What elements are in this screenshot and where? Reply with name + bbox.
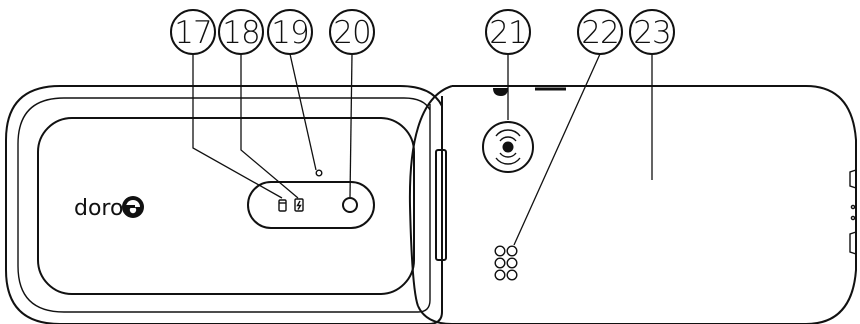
status-indicator-icon [278,199,287,212]
display-panel [37,117,415,295]
inner-shell-left [17,97,431,313]
flash-icon [294,198,304,212]
camera-module [247,181,375,229]
emergency-button-icon [482,121,534,173]
outer-shell-right [417,85,857,324]
back-cover-half [408,85,857,324]
callout-19: 19 [267,9,313,55]
svg-text:21: 21 [489,15,526,51]
callout-21: 21 [485,9,531,55]
svg-text:20: 20 [333,15,370,51]
leader-18 [240,54,299,199]
svg-text:23: 23 [633,15,670,51]
hinge-tab [435,149,447,261]
svg-text:18: 18 [222,15,259,51]
doro-logo-icon [122,196,144,218]
leader-lines [192,53,653,246]
svg-text:19: 19 [271,15,308,51]
left-curve-right [408,85,453,307]
leader-19 [289,53,317,171]
leader-22 [513,53,601,246]
brand-logo-text: doro [74,196,123,221]
callout-22: 22 [577,9,623,55]
leader-17 [192,54,283,199]
external-display-half: doro [5,85,447,324]
callout-23: 23 [629,9,675,55]
outer-shell-left [5,85,443,324]
camera-lens-icon [342,197,358,213]
callout-17: 17 [170,9,216,55]
callout-20: 20 [329,9,375,55]
loudspeaker-holes [494,245,518,281]
side-buttons [849,169,857,255]
leader-20 [349,53,353,198]
callout-18: 18 [218,9,264,55]
svg-text:22: 22 [581,15,618,51]
svg-text:17: 17 [174,15,211,51]
microphone-hole-icon [315,169,323,177]
top-bump-mark [493,88,508,96]
